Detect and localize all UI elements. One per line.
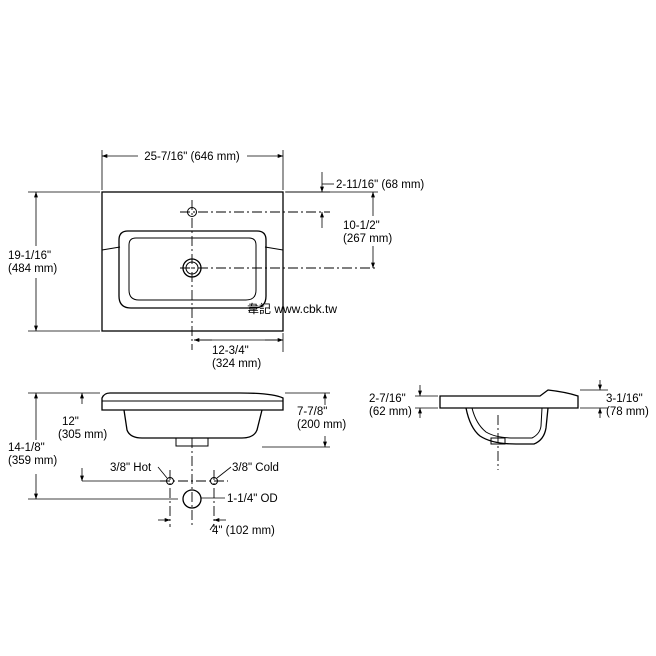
side-bowl [465,407,549,445]
side-rim [439,389,579,409]
rough-in-line1: 12" [62,416,79,428]
drain-from-side-line1: 12-3/4" [212,345,249,357]
depth-line2: (484 mm) [8,263,57,275]
total-height-line2: (359 mm) [8,455,57,467]
rim-height-line2: (62 mm) [369,406,412,418]
supply-spacing-label: 4" (102 mm) [212,525,275,537]
front-rim [101,392,284,411]
rough-in-line2: (305 mm) [58,429,107,441]
side-view: 2-7/16" (62 mm) 3-1/16" (78 mm) [369,380,649,470]
front-rim-line2: (78 mm) [606,406,649,418]
drain-offset-line1: 10-1/2" [343,220,380,232]
outlet-label: 1-1/4" OD [227,493,278,505]
watermark: 韋記 www.cbk.tw [247,301,337,316]
front-view: 12" (305 mm) 14-1/8" (359 mm) 7-7/8" (20… [8,392,346,537]
bowl-height-line2: (200 mm) [297,419,346,431]
hot-label: 3/8" Hot [110,462,152,474]
bowl-inner-outline [128,237,257,301]
drain-from-side-line2: (324 mm) [212,358,261,370]
bowl-outline [118,230,267,309]
cold-label: 3/8" Cold [232,462,279,474]
top-view: 25-7/16" (646 mm) 2-11/16" (68 mm) 10-1/… [8,150,424,370]
rim-height-line1: 2-7/16" [369,393,406,405]
faucet-offset-label: 2-11/16" (68 mm) [336,179,424,191]
counter-ledge [101,246,284,251]
total-height-line1: 14-1/8" [8,442,45,454]
front-bowl [123,409,263,439]
front-rim-line1: 3-1/16" [606,393,643,405]
drain-offset-line2: (267 mm) [343,233,392,245]
basin-outline [101,191,284,332]
depth-line1: 19-1/16" [8,250,51,262]
width-label: 25-7/16" (646 mm) [144,151,240,163]
outlet-pipe [182,489,202,509]
bowl-height-line1: 7-7/8" [297,406,327,418]
